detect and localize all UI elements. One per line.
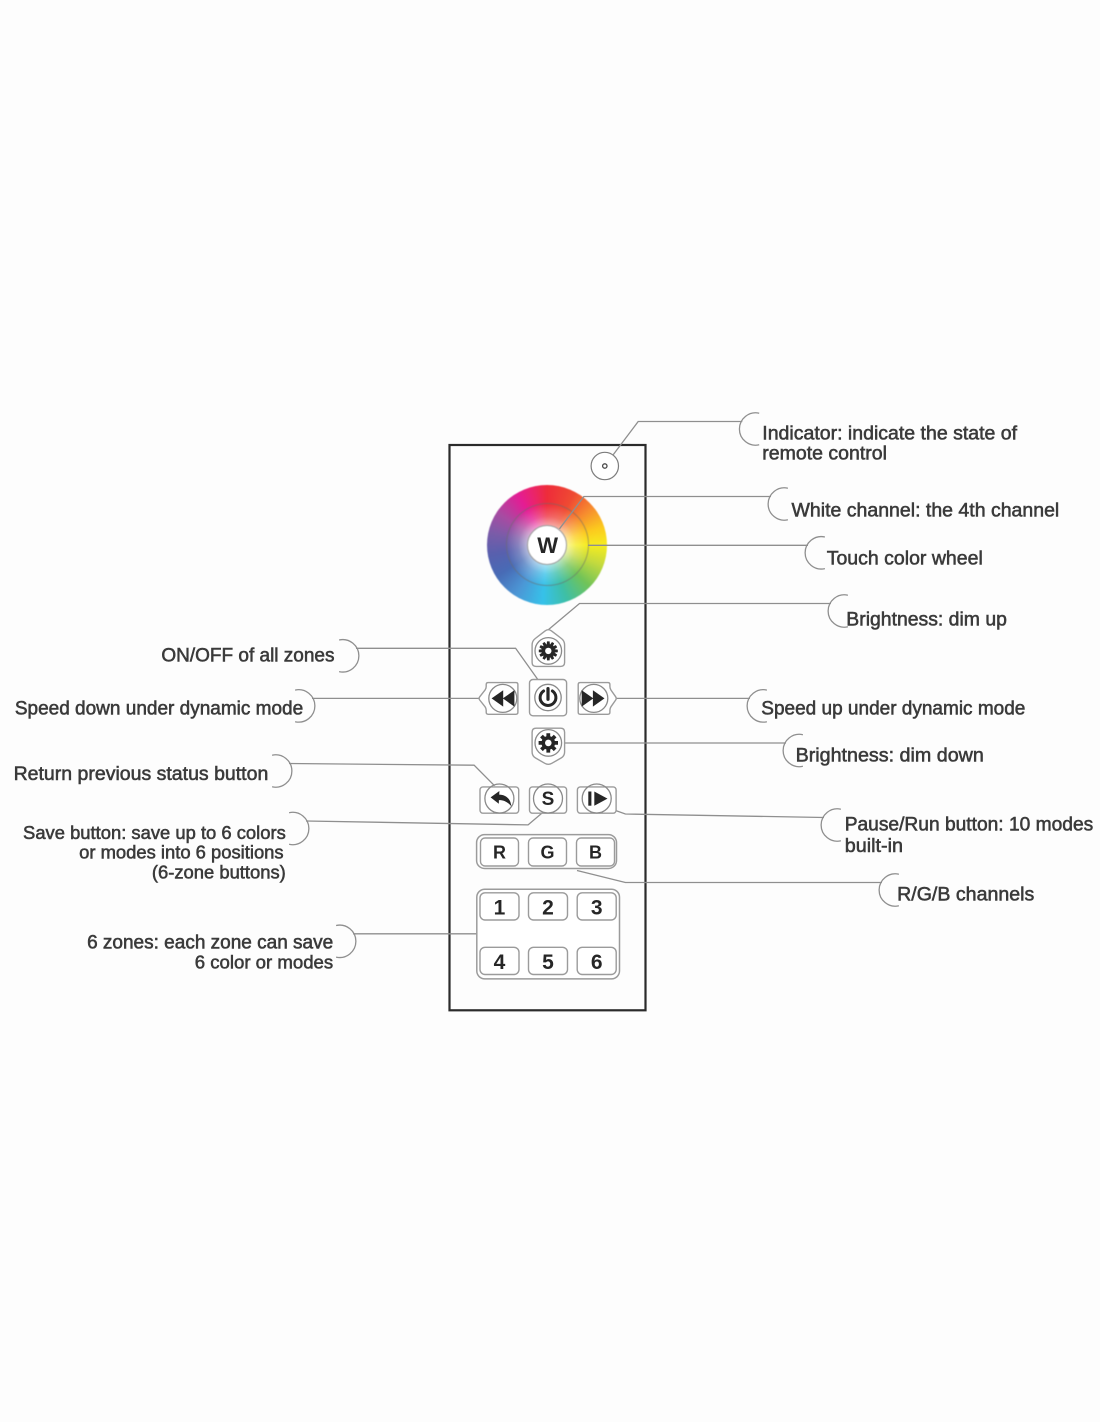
svg-text:ON/OFF of all zones: ON/OFF of all zones	[161, 646, 334, 667]
svg-text:6: 6	[591, 951, 603, 974]
svg-text:Touch color wheel: Touch color wheel	[827, 547, 983, 569]
svg-text:W: W	[537, 533, 558, 558]
svg-text:Indicator: indicate the state: Indicator: indicate the state of	[762, 422, 1017, 444]
svg-text:3: 3	[591, 896, 603, 919]
svg-text:White channel: the 4th channel: White channel: the 4th channel	[792, 500, 1060, 522]
svg-text:Pause/Run button: 10 modes: Pause/Run button: 10 modes	[845, 815, 1094, 836]
svg-text:Speed up under dynamic mode: Speed up under dynamic mode	[761, 699, 1025, 720]
svg-text:Return previous status button: Return previous status button	[14, 763, 269, 785]
svg-text:G: G	[540, 843, 554, 863]
svg-text:S: S	[542, 789, 555, 810]
svg-text:1: 1	[494, 896, 506, 919]
svg-text:B: B	[589, 843, 602, 863]
svg-text:4: 4	[494, 951, 506, 974]
svg-text:5: 5	[542, 951, 554, 974]
svg-text:R/G/B channels: R/G/B channels	[897, 884, 1034, 906]
svg-text:Brightness: dim down: Brightness: dim down	[796, 745, 984, 767]
svg-text:(6-zone buttons): (6-zone buttons)	[152, 862, 286, 883]
svg-text:Speed down under dynamic mode: Speed down under dynamic mode	[15, 699, 303, 720]
svg-text:Brightness: dim up: Brightness: dim up	[846, 609, 1007, 631]
svg-text:Save button: save up to 6 colo: Save button: save up to 6 colors	[23, 822, 286, 843]
svg-text:6 color or modes: 6 color or modes	[195, 951, 333, 972]
svg-text:built-in: built-in	[845, 835, 903, 857]
svg-text:6 zones: each zone can save: 6 zones: each zone can save	[87, 933, 333, 954]
svg-text:R: R	[493, 843, 506, 863]
svg-text:remote control: remote control	[762, 443, 887, 465]
svg-text:2: 2	[542, 896, 554, 919]
svg-text:or modes into 6 positions: or modes into 6 positions	[79, 841, 283, 862]
